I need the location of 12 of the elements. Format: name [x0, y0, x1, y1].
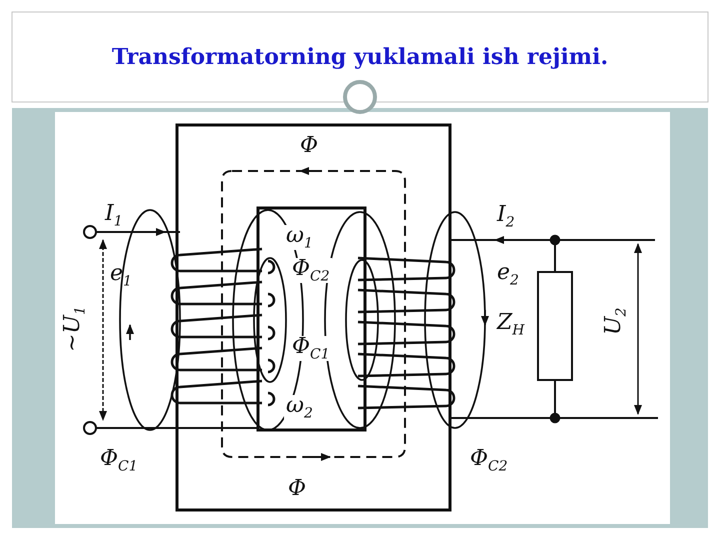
symbol-label: Φ [288, 478, 306, 500]
symbol-label: I$_{2}$ [497, 204, 515, 230]
symbol-label: Z$_{H}$ [497, 312, 525, 338]
symbol-label: Φ [300, 135, 318, 157]
slide-title: Transformatorning yuklamali ish rejimi. [110, 44, 610, 70]
symbol-label: e$_{2}$ [497, 262, 519, 288]
symbol-label: ω$_{2}$ [284, 395, 315, 420]
symbol-label: e$_{1}$ [110, 263, 132, 288]
symbol-label: Φ$_{C2}$ [470, 448, 508, 474]
symbol-label: I$_{1}$ [105, 203, 123, 228]
symbol-label: Φ$_{C1}$ [100, 448, 138, 474]
symbol-label: Φ$_{C2}$ [290, 258, 332, 284]
